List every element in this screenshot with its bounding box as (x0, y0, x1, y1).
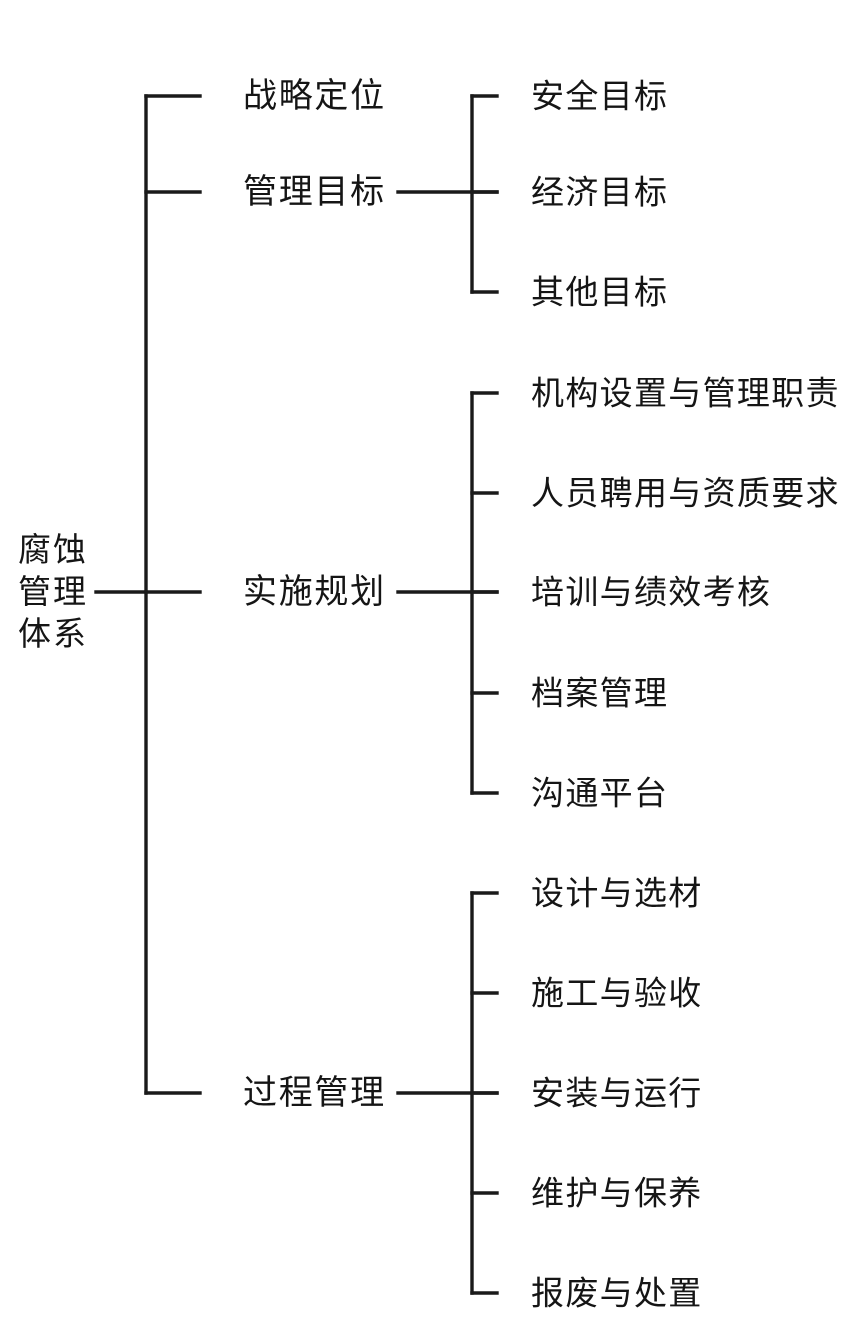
level1-node-实施规划: 实施规划 (243, 572, 386, 612)
level2-node-安装与运行: 安装与运行 (531, 1073, 703, 1113)
level2-node-安全目标: 安全目标 (531, 76, 669, 116)
level1-node-过程管理: 过程管理 (243, 1073, 386, 1113)
level2-node-施工与验收: 施工与验收 (531, 973, 703, 1013)
level2-node-其他目标: 其他目标 (531, 272, 669, 312)
root-label-line-1: 腐蚀 (18, 530, 88, 569)
level1-node-战略定位: 战略定位 (243, 76, 386, 116)
level2-node-设计与选材: 设计与选材 (531, 873, 703, 913)
level2-node-报废与处置: 报废与处置 (531, 1273, 703, 1313)
root-label-line-3: 体系 (18, 614, 88, 653)
level2-node-机构设置与管理职责: 机构设置与管理职责 (531, 373, 840, 413)
level2-node-沟通平台: 沟通平台 (531, 773, 669, 813)
level1-node-管理目标: 管理目标 (243, 172, 386, 212)
root-label-line-2: 管理 (18, 572, 88, 611)
root-node-label: 腐蚀管理体系 (18, 529, 102, 655)
level2-node-档案管理: 档案管理 (531, 673, 669, 713)
level2-node-维护与保养: 维护与保养 (531, 1173, 703, 1213)
level2-node-培训与绩效考核: 培训与绩效考核 (531, 572, 772, 612)
level2-node-人员聘用与资质要求: 人员聘用与资质要求 (531, 473, 840, 513)
level2-node-经济目标: 经济目标 (531, 172, 669, 212)
